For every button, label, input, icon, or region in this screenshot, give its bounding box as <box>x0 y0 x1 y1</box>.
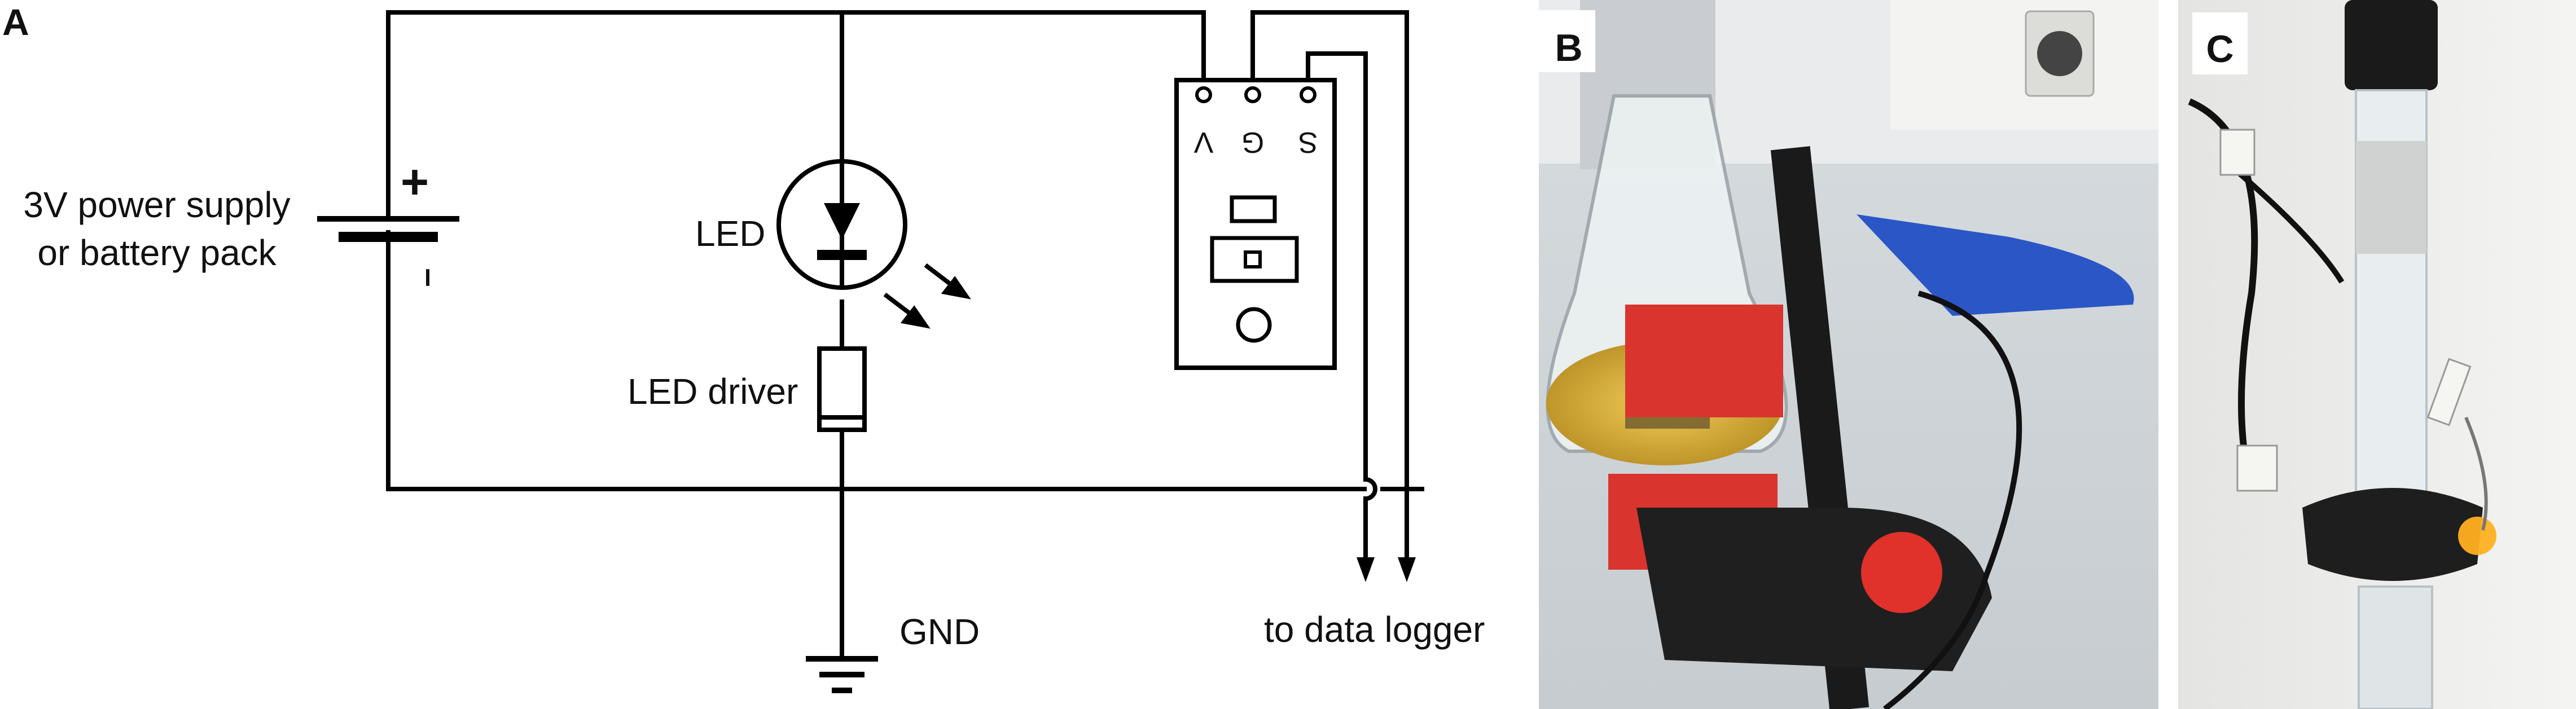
pin-g-label: G <box>1241 126 1264 158</box>
panel-c-letter: C <box>2206 28 2233 71</box>
led-label: LED <box>695 213 766 254</box>
led-driver-symbol <box>817 346 867 432</box>
pin-v-hole <box>1195 86 1212 103</box>
pin-s-label: S <box>1298 126 1318 158</box>
ground-sensor-wire <box>1250 10 1409 560</box>
sensor-element <box>1244 250 1262 268</box>
outlet-socket <box>2037 31 2082 76</box>
data-logger-arrows <box>1357 557 1416 582</box>
signal-sensor-wire <box>1306 51 1368 482</box>
battery-plus-sign: + <box>401 155 429 209</box>
led-driver-label: LED driver <box>627 371 798 412</box>
led-symbol <box>776 159 971 329</box>
photo-b-shelf <box>1890 0 2158 130</box>
panel-b-letter: B <box>1555 27 1582 69</box>
vial-tape <box>2356 141 2426 254</box>
panel-c-photo: C <box>2178 0 2576 709</box>
panel-b-photo: B <box>1539 0 2158 709</box>
sensor-cable-b <box>1882 290 2022 709</box>
panel-b-letter-box <box>1539 10 1595 72</box>
panel-a-letter: A <box>2 1 29 43</box>
sensor-cable-c-right <box>2232 167 2345 284</box>
panel-c-letter-box <box>2192 12 2248 74</box>
clamp-black-grip <box>1636 508 1992 671</box>
vial-cap <box>2345 0 2438 90</box>
pin-g-hole <box>1244 86 1261 103</box>
clamp-red-button <box>1861 532 1942 613</box>
sensor-chip <box>1230 195 1277 223</box>
ground-symbol <box>806 656 878 693</box>
mounting-hole <box>1236 307 1272 343</box>
top-wire <box>386 10 1206 221</box>
gnd-label: GND <box>899 611 980 652</box>
panel-a-schematic: A + – 3V power supply or battery pack <box>2 1 1485 693</box>
battery-pack-label: or battery pack <box>37 232 277 273</box>
vial-base-sealant <box>2302 488 2483 581</box>
pin-s-hole <box>1300 86 1316 103</box>
data-logger-label: to data logger <box>1264 609 1485 650</box>
light-emission-arrows <box>883 263 971 329</box>
circuit-wires <box>386 10 1424 661</box>
led-lead-wire <box>2464 416 2488 531</box>
vial-bottom <box>2358 585 2433 709</box>
sensor-module: V G S <box>1174 78 1337 370</box>
led-glow-c <box>2458 517 2496 555</box>
connector-top <box>2219 129 2255 176</box>
connector-bottom <box>2236 444 2278 492</box>
bottom-wire <box>386 230 1367 491</box>
battery-symbol <box>317 216 459 242</box>
battery-minus-sign: – <box>411 268 449 287</box>
power-supply-label: 3V power supply <box>23 184 290 225</box>
wire-crossover-hop <box>1363 477 1377 501</box>
clamp-blue-handle <box>1857 214 2134 316</box>
pin-v-label: V <box>1193 126 1213 158</box>
clamp-red-jaw <box>1625 305 1783 417</box>
connector-right <box>2426 358 2472 426</box>
